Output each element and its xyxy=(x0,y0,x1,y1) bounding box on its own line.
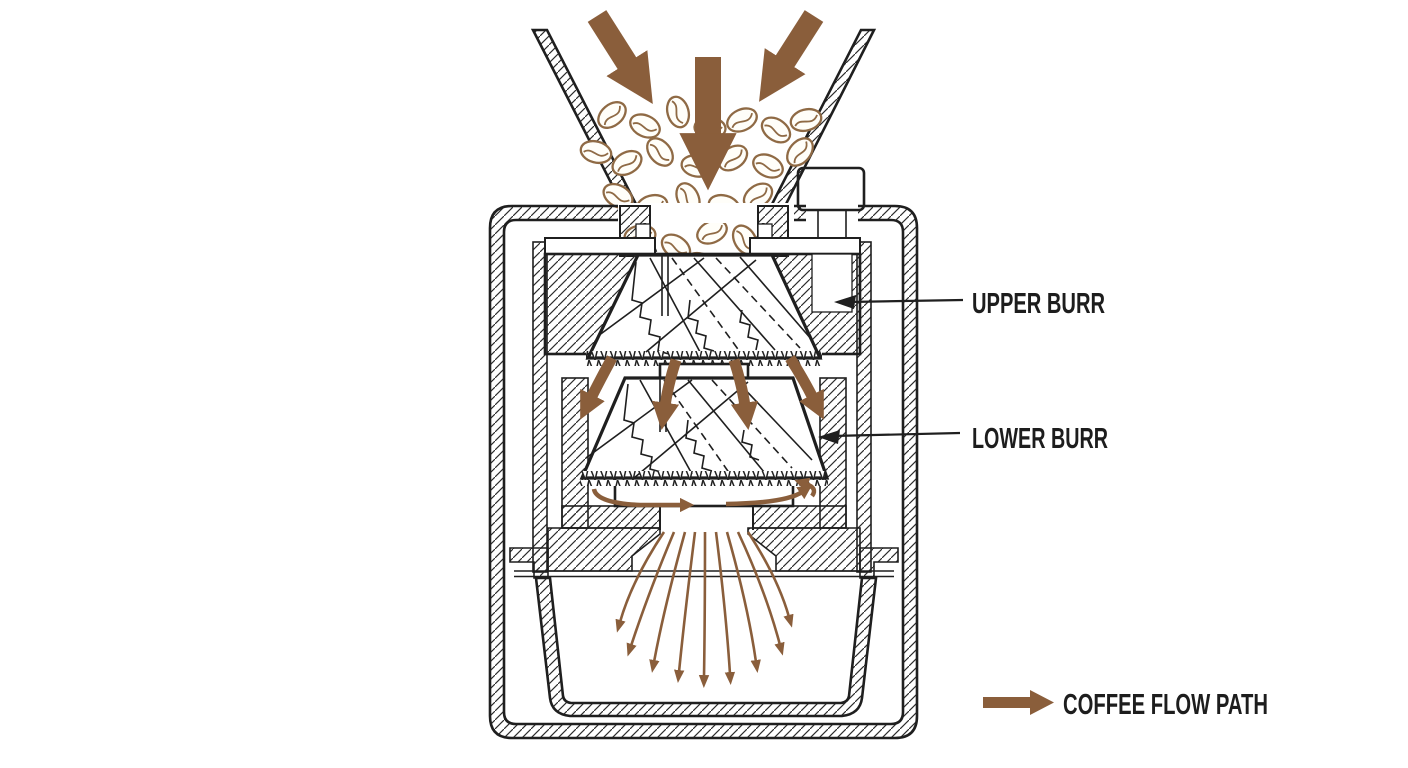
flow-arrow xyxy=(587,10,653,104)
flow-arrow xyxy=(649,531,687,673)
flow-arrow xyxy=(651,358,682,430)
flow-arrow xyxy=(746,531,794,628)
lower-burr-leader-line xyxy=(831,431,961,438)
burr-carrier-right xyxy=(749,237,861,255)
burr-rotation-arrows xyxy=(591,477,817,513)
mount-lug-right xyxy=(859,547,899,579)
flow-arrow xyxy=(759,10,824,102)
grinding-chamber xyxy=(547,376,861,572)
upper-burr xyxy=(585,253,823,366)
pedestal-right xyxy=(747,527,861,572)
grinder-body xyxy=(488,203,919,740)
lower-burr-callout: LOWER BURR xyxy=(818,423,1108,455)
upper-burr-callout: UPPER BURR xyxy=(834,288,1105,320)
hopper-opening xyxy=(618,203,794,223)
grounds-chute xyxy=(659,506,754,530)
flow-arrow xyxy=(714,531,736,686)
upper-burr-leader-arrowhead xyxy=(834,295,856,309)
burr-carrier-left xyxy=(544,237,656,255)
flow-arrow xyxy=(580,355,617,420)
body-wall xyxy=(488,204,919,740)
flow-arrow xyxy=(674,531,697,683)
flow-arrow xyxy=(728,358,759,430)
flow-arrow xyxy=(615,531,666,633)
upper-burr-label: UPPER BURR xyxy=(972,288,1105,320)
flow-arrow xyxy=(736,531,785,656)
burr-gap-flow-arrows xyxy=(580,355,824,430)
upper-burr-serration xyxy=(586,351,822,366)
legend-flow-arrow-icon xyxy=(983,690,1054,715)
flow-arrow xyxy=(725,531,761,673)
grounds-bin xyxy=(534,576,878,718)
knob-ribbed-cap xyxy=(796,166,866,212)
lower-burr-serration xyxy=(580,471,828,486)
bean-inlet-arrows xyxy=(587,10,824,191)
grounds-flow-arrows xyxy=(615,531,794,689)
lower-burr-label: LOWER BURR xyxy=(972,423,1108,455)
flow-arrow xyxy=(698,531,710,689)
mount-lug-left xyxy=(509,547,549,579)
lower-burr-leader-arrowhead xyxy=(818,430,840,444)
flow-arrow xyxy=(626,531,676,657)
upper-burr-assembly xyxy=(543,237,862,382)
flow-arrow xyxy=(785,355,824,420)
screw-opening xyxy=(806,203,858,223)
legend-label: COFFEE FLOW PATH xyxy=(1063,689,1268,721)
chamber-floor-left xyxy=(561,505,661,529)
chamber-floor-right xyxy=(752,505,847,529)
legend: COFFEE FLOW PATH xyxy=(983,689,1268,721)
upper-burr-leader-line xyxy=(847,298,964,304)
lower-burr xyxy=(579,376,830,486)
